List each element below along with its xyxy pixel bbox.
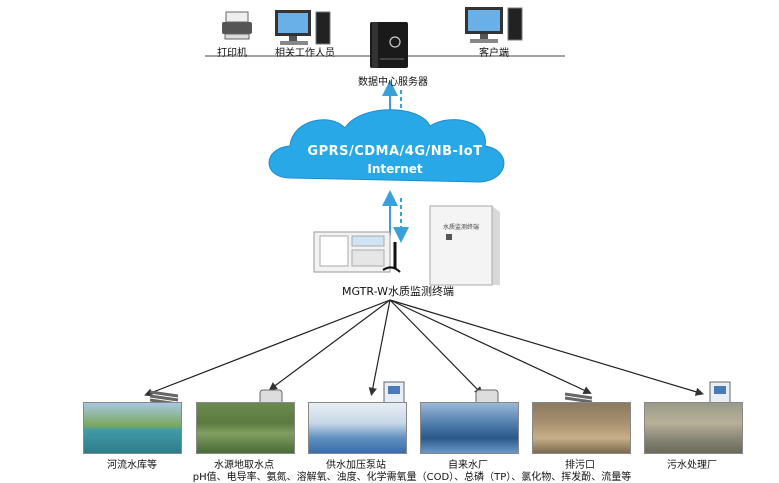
site-photo-river (83, 402, 182, 454)
link-site-6 (389, 299, 705, 396)
parameters-list: pH值、电导率、氨氮、溶解氧、浊度、化学需氧量（COD）、总磷（TP）、氯化物、… (192, 472, 632, 483)
client-label: 客户端 (479, 48, 509, 59)
printer-label: 打印机 (217, 48, 247, 59)
terminal-label: MGTR-W水质监测终端 (342, 285, 454, 298)
link-site-2 (268, 299, 391, 391)
site-label-pump-station: 供水加压泵站 (326, 460, 386, 471)
site-photo-water-source (196, 402, 295, 454)
server-label: 数据中心服务器 (358, 77, 428, 88)
site-photo-outfall (532, 402, 631, 454)
link-site-5 (389, 299, 592, 395)
staff-label: 相关工作人员 (275, 48, 335, 59)
site-photo-waterworks (420, 402, 519, 454)
site-label-sewage-plant: 污水处理厂 (667, 460, 717, 471)
link-site-1 (144, 299, 391, 397)
site-label-waterworks: 自来水厂 (448, 460, 488, 471)
internet-label: Internet (367, 162, 423, 176)
link-site-4 (389, 299, 483, 396)
site-photo-sewage-plant (644, 402, 743, 454)
cabinet-caption: 水质监测终端 (443, 224, 480, 231)
site-photo-pump-station (308, 402, 407, 454)
site-label-outfall: 排污口 (565, 460, 595, 471)
site-label-water-source: 水源地取水点 (214, 460, 274, 471)
site-label-river: 河流水库等 (107, 460, 157, 471)
network-protocols-label: GPRS/CDMA/4G/NB-IoT (307, 144, 483, 159)
link-site-3 (368, 299, 391, 397)
